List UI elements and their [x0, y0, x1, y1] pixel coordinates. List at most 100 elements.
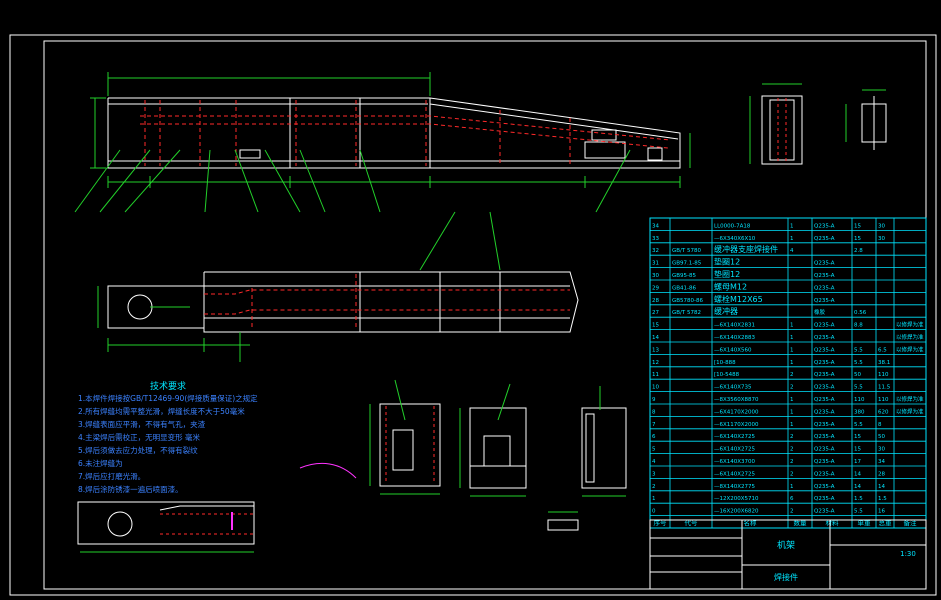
table-cell-mat: 橡胶 [814, 308, 826, 316]
table-cell-w1: 15 [854, 434, 861, 440]
title-scale: 1:30 [900, 550, 916, 558]
front-view [74, 72, 691, 271]
table-cell-no: 7 [652, 422, 656, 428]
note-item: 2.所有焊缝均需平整光滑，焊缝长度不大于50毫米 [78, 407, 245, 416]
table-cell-no: 12 [652, 360, 659, 366]
table-cell-name: —8X3560X8870 [714, 397, 759, 403]
table-cell-w1: 8.8 [854, 323, 863, 329]
table-cell-no: 31 [652, 261, 659, 267]
table-cell-w2: 34 [878, 459, 885, 465]
note-item: 7.焊后应打磨光滑。 [78, 472, 146, 481]
table-cell-w1: 15 [854, 236, 861, 242]
table-header-cell: 名称 [744, 518, 758, 527]
table-cell-qty: 1 [790, 484, 794, 490]
table-cell-w1: 50 [854, 372, 861, 378]
table-cell-no: 27 [652, 310, 659, 316]
table-cell-mat: Q235-A [814, 273, 835, 279]
note-item: 4.主梁焊后需校正，无明显变形 毫米 [78, 433, 201, 442]
table-cell-name: —8X140X2775 [714, 484, 756, 490]
table-cell-w2: 30 [878, 236, 885, 242]
table-cell-name: 垫圈12 [714, 257, 740, 267]
table-header-cell: 总重 [879, 518, 893, 527]
table-cell-w1: 5.5 [854, 509, 863, 515]
table-cell-code: GB41-86 [672, 285, 697, 291]
table-header-cell: 单重 [858, 518, 872, 527]
table-cell-name: —6X140X735 [714, 385, 752, 391]
table-cell-name: 缓冲器支座焊接件 [714, 244, 778, 254]
table-cell-note: 以修焊为准 [896, 321, 924, 329]
table-cell-no: 30 [652, 273, 659, 279]
table-cell-mat: Q235-A [814, 496, 835, 502]
table-cell-no: 11 [652, 372, 659, 378]
table-cell-w1: 14 [854, 471, 861, 477]
table-cell-mat: Q235-A [814, 385, 835, 391]
table-cell-name: LL0000-7A18 [714, 223, 751, 229]
table-cell-note: 以修焊为准 [896, 333, 924, 341]
table-cell-w2: 14 [878, 484, 885, 490]
table-cell-w1: 14 [854, 484, 861, 490]
table-cell-name: —6X4170X2000 [714, 409, 759, 415]
table-cell-qty: 2 [790, 459, 794, 465]
table-cell-w2: 38.1 [878, 360, 890, 366]
table-cell-name: —6X140X2725 [714, 434, 756, 440]
table-cell-mat: Q235-A [814, 434, 835, 440]
table-header-cell: 备注 [904, 518, 918, 527]
table-cell-w2: 6.5 [878, 347, 887, 353]
table-cell-note: 以修焊为准 [896, 395, 924, 403]
table-cell-name: —6X140X2883 [714, 335, 756, 341]
table-cell-mat: Q235-A [814, 261, 835, 267]
table-cell-w1: 5.5 [854, 360, 863, 366]
table-cell-no: 34 [652, 223, 659, 229]
table-cell-mat: Q235-A [814, 372, 835, 378]
table-cell-no: 14 [652, 335, 659, 341]
table-cell-w1: 380 [854, 409, 865, 415]
table-cell-qty: 2 [790, 372, 794, 378]
table-cell-mat: Q235-A [814, 236, 835, 242]
table-cell-mat: Q235-A [814, 223, 835, 229]
table-cell-mat: Q235-A [814, 335, 835, 341]
table-cell-qty: 6 [790, 496, 794, 502]
detail-views [77, 379, 627, 553]
title-sub-name: 焊接件 [774, 572, 798, 582]
table-cell-name: 缓冲器 [714, 306, 738, 316]
table-cell-qty: 2 [790, 509, 794, 515]
table-cell-mat: Q235-A [814, 447, 835, 453]
table-cell-code: GB95-85 [672, 273, 697, 279]
table-cell-no: 8 [652, 409, 656, 415]
table-cell-no: 13 [652, 347, 659, 353]
table-cell-w1: 5.5 [854, 385, 863, 391]
table-cell-qty: 1 [790, 236, 794, 242]
table-cell-note: 以修焊为准 [896, 345, 924, 353]
table-cell-name: [10-888 [714, 360, 736, 366]
table-cell-name: 垫圈12 [714, 269, 740, 279]
table-cell-w2: 110 [878, 372, 889, 378]
title-block [649, 519, 927, 590]
table-cell-qty: 1 [790, 360, 794, 366]
table-cell-no: 28 [652, 298, 659, 304]
table-cell-qty: 1 [790, 397, 794, 403]
table-cell-no: 1 [652, 496, 656, 502]
table-cell-w2: 28 [878, 471, 885, 477]
table-cell-w2: 11.5 [878, 385, 891, 391]
table-header-cell: 数量 [794, 518, 808, 527]
table-cell-no: 10 [652, 385, 659, 391]
table-cell-qty: 1 [790, 223, 794, 229]
title-part-name: 机架 [777, 539, 795, 551]
table-cell-name: —6X140X2725 [714, 447, 756, 453]
table-cell-w2: 1.5 [878, 496, 887, 502]
table-cell-no: 4 [652, 459, 656, 465]
table-cell-qty: 1 [790, 347, 794, 353]
table-cell-mat: Q235-A [814, 471, 835, 477]
table-cell-no: 5 [652, 447, 656, 453]
table-cell-qty: 2 [790, 471, 794, 477]
table-cell-w1: 5.5 [854, 347, 863, 353]
table-cell-w1: 0.56 [854, 310, 867, 316]
table-cell-mat: Q235-A [814, 509, 835, 515]
table-cell-qty: 1 [790, 335, 794, 341]
table-cell-qty: 4 [790, 248, 794, 254]
table-cell-mat: Q235-A [814, 298, 835, 304]
table-cell-w1: 1.5 [854, 496, 863, 502]
table-cell-qty: 2 [790, 434, 794, 440]
table-cell-w2: 30 [878, 447, 885, 453]
